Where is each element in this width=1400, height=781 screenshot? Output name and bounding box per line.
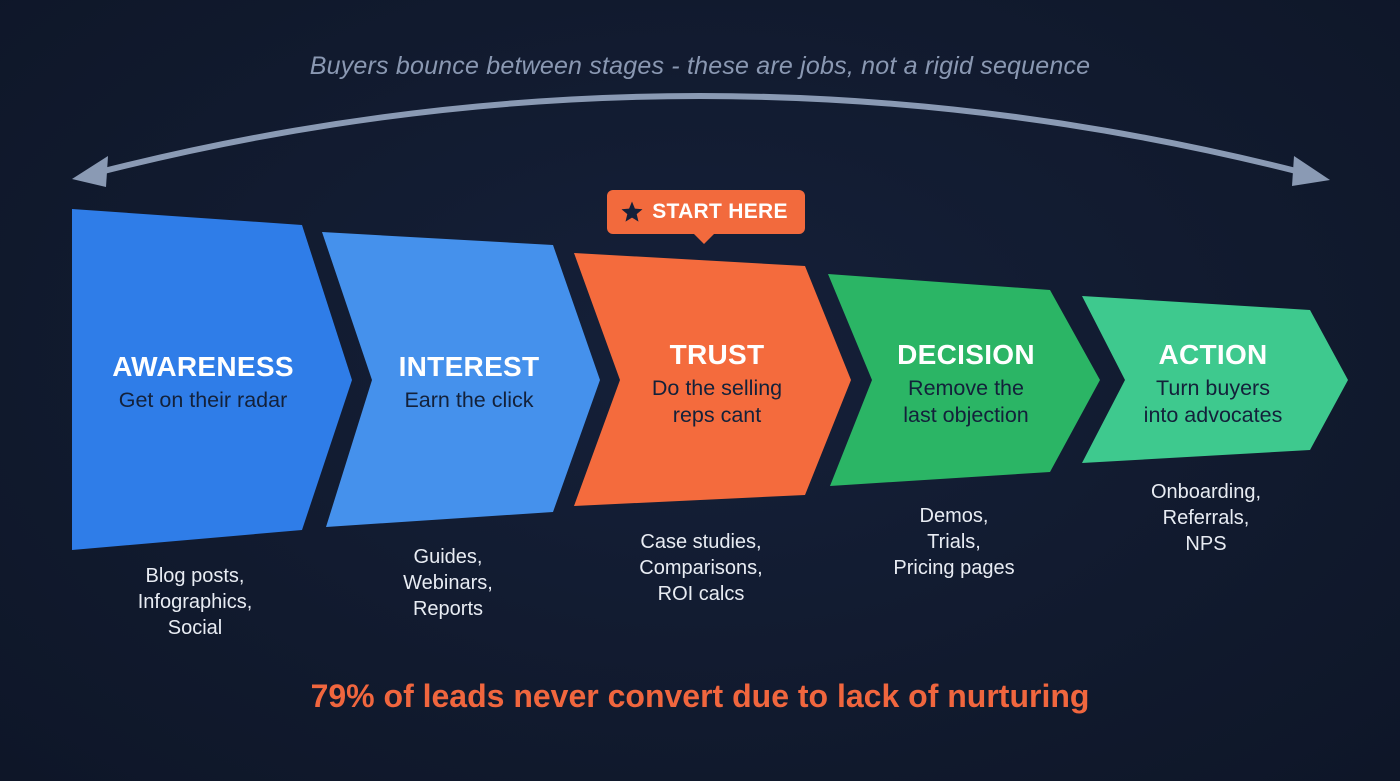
stage-description-line: Turn buyers bbox=[1156, 376, 1270, 400]
stage-description: Earn the click bbox=[404, 388, 534, 412]
example-item: Trials, bbox=[927, 531, 981, 553]
stage-description: Turn buyers into advocates bbox=[1144, 375, 1283, 429]
stage-chevron-awareness bbox=[72, 209, 352, 550]
stage-examples-action: Onboarding, Referrals, NPS bbox=[1151, 479, 1261, 557]
example-item: Demos, bbox=[919, 505, 989, 527]
stage-description: Get on their radar bbox=[118, 388, 288, 412]
start-here-badge: START HERE bbox=[607, 190, 805, 244]
start-here-label: START HERE bbox=[652, 200, 788, 223]
stage-chevron-trust bbox=[574, 253, 851, 506]
example-item: Case studies, bbox=[640, 531, 762, 553]
stage-action: ACTION Turn buyers into advocates bbox=[1144, 338, 1283, 429]
stage-description-line: reps cant bbox=[672, 403, 762, 427]
stage-chevron-action bbox=[1082, 296, 1348, 463]
stage-description-line: into advocates bbox=[1143, 403, 1283, 427]
example-item: Infographics, bbox=[137, 591, 253, 613]
stage-title: AWARENESS bbox=[112, 351, 294, 382]
example-item: NPS bbox=[1185, 533, 1227, 555]
example-item: Reports bbox=[412, 598, 484, 620]
example-item: Referrals, bbox=[1162, 507, 1250, 529]
stage-interest: INTEREST Earn the click bbox=[399, 350, 540, 414]
stage-examples-decision: Demos, Trials, Pricing pages bbox=[893, 503, 1014, 581]
stage-decision: DECISION Remove the last objection bbox=[897, 338, 1035, 429]
subtitle: Buyers bounce between stages - these are… bbox=[309, 52, 1091, 80]
conversion-stat: 79% of leads never convert due to lack o… bbox=[310, 678, 1090, 714]
stage-description-line: Remove the bbox=[908, 376, 1024, 400]
stage-title: TRUST bbox=[669, 339, 765, 370]
stage-description: Remove the last objection bbox=[897, 375, 1035, 429]
stage-title: DECISION bbox=[897, 339, 1035, 370]
stage-examples-awareness: Blog posts, Infographics, Social bbox=[138, 563, 253, 641]
stage-chevron-decision bbox=[828, 274, 1100, 486]
stage-description-line: last objection bbox=[903, 403, 1029, 427]
example-item: Pricing pages bbox=[893, 557, 1015, 579]
stage-chevron-interest bbox=[322, 232, 600, 527]
stage-title: ACTION bbox=[1158, 339, 1268, 370]
stage-title: INTEREST bbox=[398, 351, 540, 382]
stage-awareness: AWARENESS Get on their radar bbox=[112, 350, 294, 414]
example-item: Webinars, bbox=[403, 572, 493, 594]
stage-examples-interest: Guides, Webinars, Reports bbox=[403, 544, 493, 622]
stage-description-line: Do the selling bbox=[651, 376, 783, 400]
example-item: Social bbox=[167, 617, 223, 639]
double-headed-curved-arrow-icon bbox=[72, 93, 1330, 187]
example-item: Guides, bbox=[413, 546, 483, 568]
example-item: Onboarding, bbox=[1150, 481, 1262, 503]
stage-description: Do the selling reps cant bbox=[652, 375, 782, 429]
star-icon bbox=[621, 201, 643, 222]
stage-examples-trust: Case studies, Comparisons, ROI calcs bbox=[639, 529, 762, 607]
example-item: Comparisons, bbox=[639, 557, 763, 579]
example-item: Blog posts, bbox=[145, 565, 245, 587]
example-item: ROI calcs bbox=[657, 583, 745, 605]
stage-trust: TRUST Do the selling reps cant bbox=[652, 338, 782, 429]
